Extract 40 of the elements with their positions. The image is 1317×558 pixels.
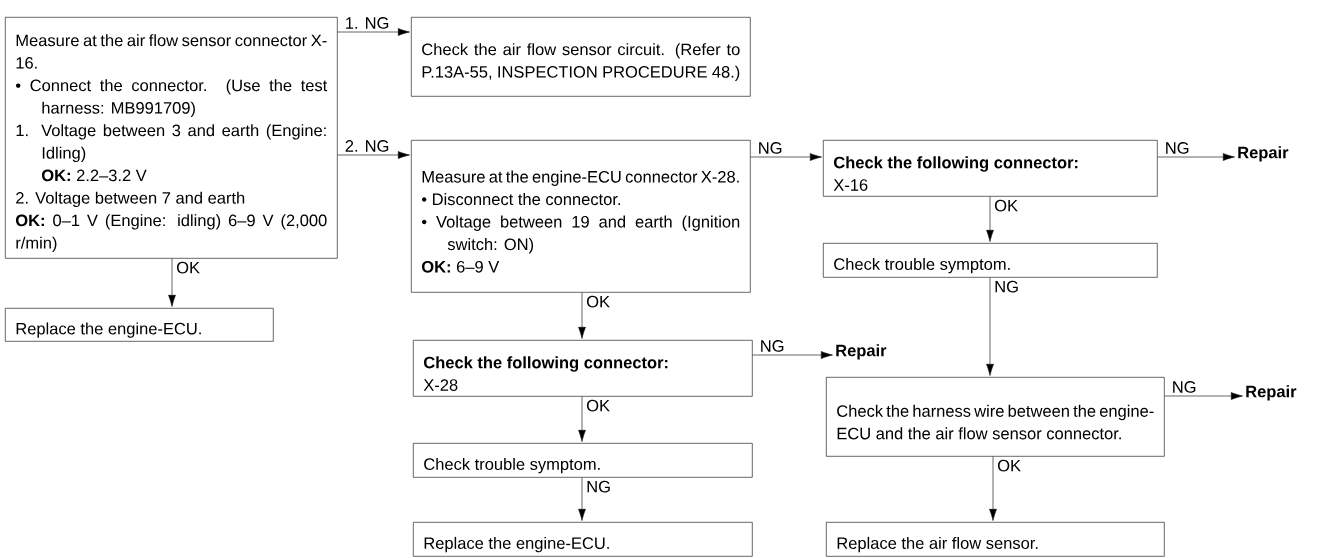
arrow xyxy=(337,28,410,36)
arrow xyxy=(1157,153,1235,161)
edge-label: OK xyxy=(175,260,202,275)
process-box: Check the air flow sensor circuit. (Refer to P.13A-55, INSPECTION PROCEDURE 48.) xyxy=(411,17,751,97)
edge-label: OK xyxy=(585,294,612,309)
arrow xyxy=(989,456,997,521)
edge-label: NG xyxy=(758,339,786,353)
edge-label: NG xyxy=(993,279,1020,294)
result-text: Repair xyxy=(1238,146,1289,162)
process-box: Replace the engine-ECU. xyxy=(413,522,753,557)
edge-label: OK xyxy=(996,458,1023,473)
edge-label: NG xyxy=(1170,380,1198,394)
edge-label: OK xyxy=(993,198,1020,213)
process-box: Measure at the engine-ECU connector X-28. • Disconnect the connector. • Voltage between 19 and earth (Ignition switch: ON) OK: 6–9 V xyxy=(411,140,751,293)
arrow xyxy=(168,258,176,307)
process-box: Check the harness wire between the engine-ECU and the air flow sensor connector. xyxy=(826,377,1165,457)
process-box: Replace the engine-ECU. xyxy=(5,308,274,342)
edge-label: NG xyxy=(585,479,612,494)
arrow xyxy=(986,277,994,376)
process-box: Check the following connector: X-28 xyxy=(413,340,753,397)
edge-label: OK xyxy=(585,398,612,413)
arrow xyxy=(752,351,833,359)
process-box: Measure at the air flow sensor connector X-16. • Connect the connector. (Use the test harness: MB991709) 1. Voltage between 3 and earth (Engine: Idling) OK: 2.2–3.2 V 2. Voltage between 7 and earth OK: 0–1 V (Engine: idling) 6–9 V (2,000 r/min) xyxy=(5,17,338,259)
process-box: Check trouble symptom. xyxy=(413,443,753,478)
arrow xyxy=(337,151,410,159)
arrow xyxy=(986,196,994,242)
arrow xyxy=(578,396,586,442)
edge-label: 2. NG xyxy=(343,139,391,153)
edge-label: 1. NG xyxy=(343,16,391,30)
process-box: Check the following connector: X-16 xyxy=(823,140,1158,197)
arrow xyxy=(1164,392,1243,400)
process-box: Replace the air flow sensor. xyxy=(826,522,1165,557)
arrow xyxy=(750,153,822,161)
result-text: Repair xyxy=(836,344,887,360)
edge-label: NG xyxy=(756,141,784,155)
arrow xyxy=(578,292,586,339)
result-text: Repair xyxy=(1246,385,1297,401)
process-box: Check trouble symptom. xyxy=(823,243,1158,278)
arrow xyxy=(578,477,586,521)
edge-label: NG xyxy=(1163,141,1191,155)
